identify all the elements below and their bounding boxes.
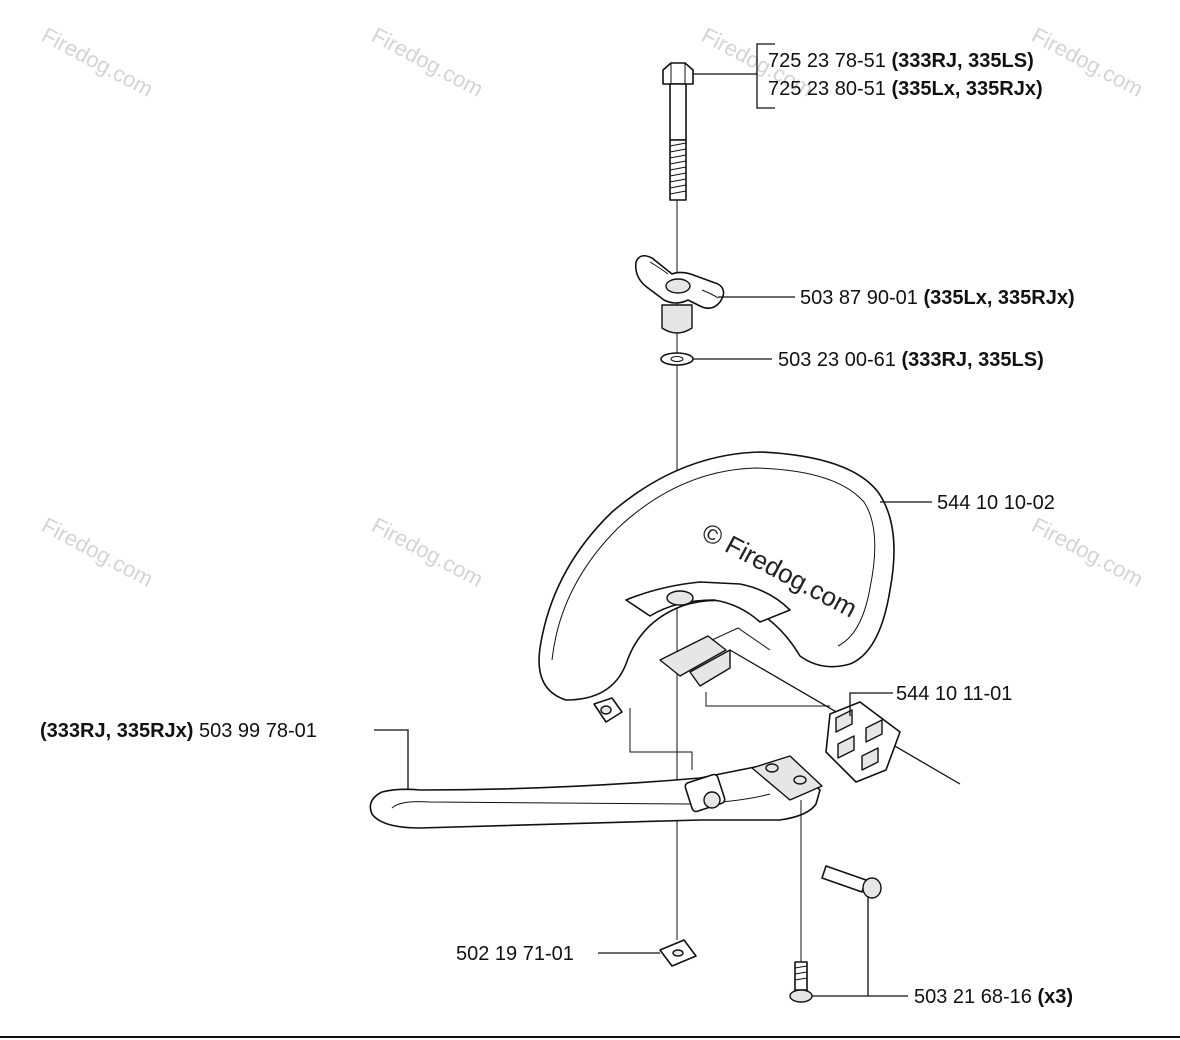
watermark-6: Firedog.com [368, 512, 488, 591]
clamp-leader [849, 692, 893, 716]
handle-part [538, 451, 895, 701]
screw-vertical-part [789, 961, 813, 1003]
washer-label: 503 23 00-61 (333RJ, 335LS) [778, 349, 1044, 371]
mount-line-left [629, 708, 693, 770]
handle-label: 544 10 10-02 [937, 492, 1055, 514]
mount-line-right [705, 692, 830, 707]
clamp-label: 544 10 11-01 [896, 683, 1012, 705]
watermark-4: Firedog.com [1028, 22, 1148, 101]
bolt-a-label: 725 23 78-51 (333RJ, 335LS) [768, 50, 1034, 72]
nut-label: 502 19 71-01 [456, 943, 574, 965]
screw-angled-part [821, 865, 882, 899]
screw-label: 503 21 68-16 (x3) [914, 986, 1073, 1008]
barrier-bar-part [369, 755, 823, 829]
bolt-b-label: 725 23 80-51 (335Lx, 335RJx) [768, 78, 1043, 100]
washer-part [660, 352, 694, 366]
bracket-ear [593, 697, 623, 723]
barrier-leader [374, 729, 409, 790]
bolt-part [662, 62, 694, 201]
barrier-label: (333RJ, 335RJx) 503 99 78-01 [40, 720, 317, 742]
watermark-7: Firedog.com [1028, 512, 1148, 591]
watermark-2: Firedog.com [368, 22, 488, 101]
watermark-1: Firedog.com [38, 22, 158, 101]
knob-part [634, 254, 725, 334]
square-nut-part [659, 939, 697, 967]
clamp-part [825, 701, 901, 783]
watermark-5: Firedog.com [38, 512, 158, 591]
bolt-leaders [693, 43, 775, 109]
knob-label: 503 87 90-01 (335Lx, 335RJx) [800, 287, 1075, 309]
